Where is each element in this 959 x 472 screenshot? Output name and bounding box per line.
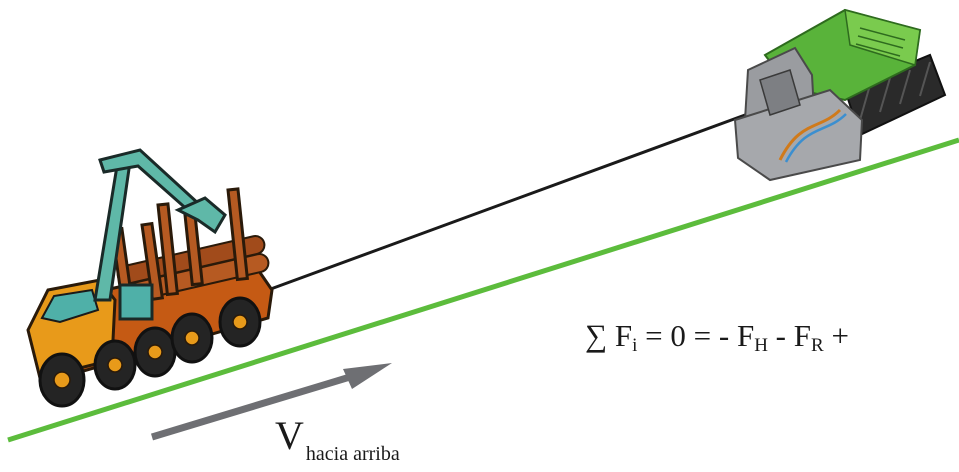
forwarder-icon: [26, 148, 274, 408]
velocity-subscript: hacia arriba: [305, 443, 400, 465]
minus-sign: -: [775, 318, 786, 353]
winch-icon: [733, 8, 947, 182]
force-balance-equation: ∑ Fi = 0 = - FH - FR +: [585, 318, 849, 357]
winch-cable: [267, 113, 746, 292]
force-h-symbol: F: [736, 318, 755, 353]
velocity-symbol: V: [275, 413, 304, 458]
equation-middle: = 0 = -: [645, 318, 730, 353]
force-r-symbol: F: [793, 318, 811, 353]
force-h-index: H: [754, 334, 768, 356]
force-r-index: R: [811, 334, 824, 356]
force-symbol: F: [614, 318, 633, 353]
ground-slope-line: [7, 137, 959, 443]
plus-sign: +: [831, 318, 849, 353]
velocity-arrow: [150, 363, 392, 441]
sum-symbol: ∑: [585, 318, 608, 353]
force-index: i: [632, 334, 638, 356]
